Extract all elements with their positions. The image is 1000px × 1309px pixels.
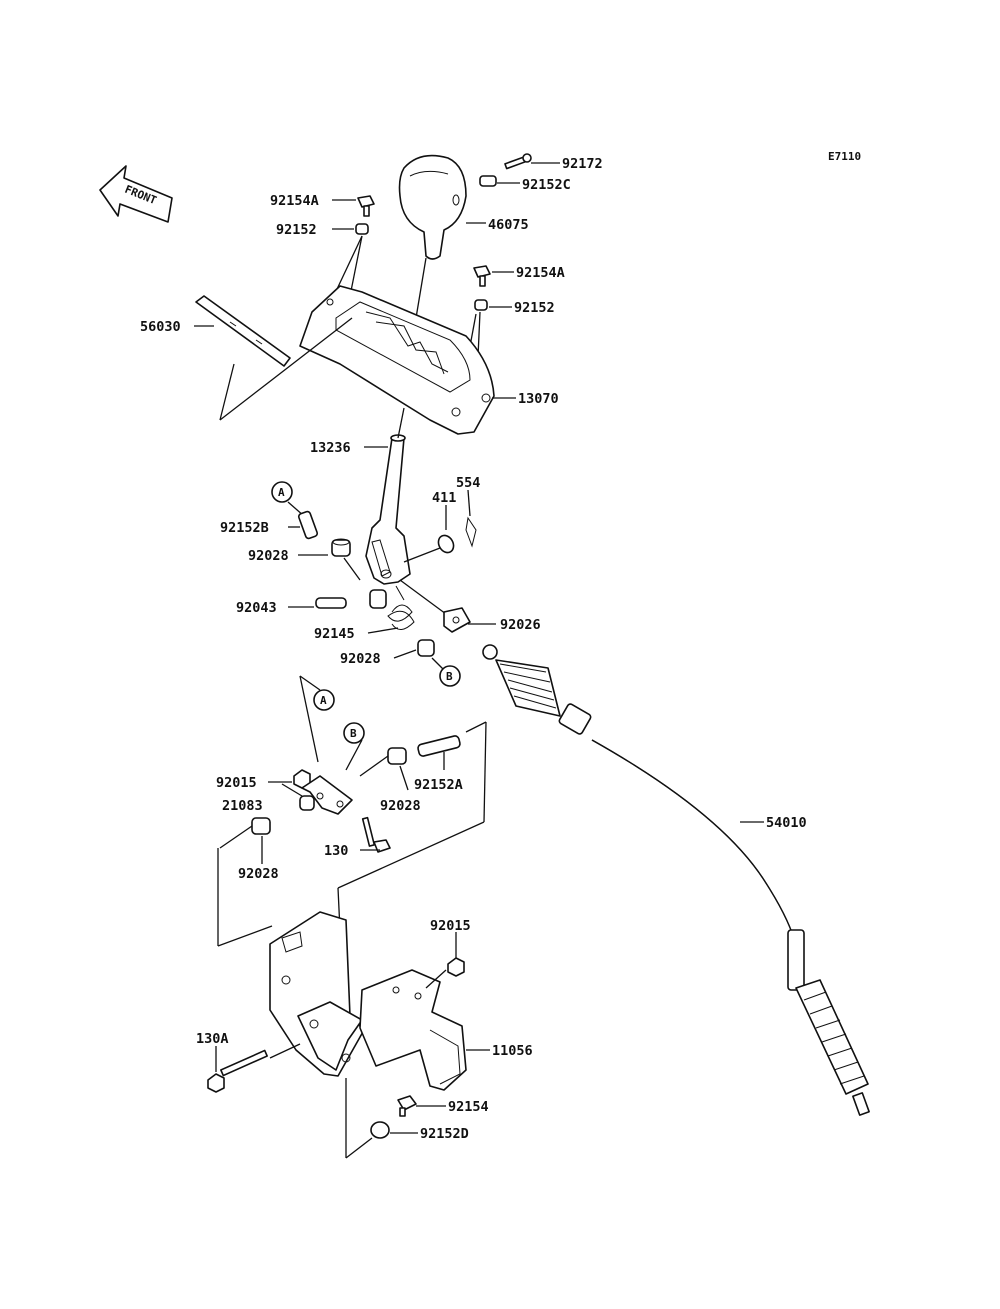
label-13236: 13236 [310,440,351,456]
bolt-130 [361,816,391,853]
collar-92152-right [474,299,488,311]
label-92043: 92043 [236,600,277,616]
label-92172: 92172 [562,156,603,172]
bushing-92028-upper [331,538,351,557]
front-arrow-icon: FRONT [99,165,173,223]
label-92145: 92145 [314,626,355,642]
label-92028-c: 92028 [380,798,421,814]
label-92154: 92154 [448,1099,489,1115]
label-56030: 56030 [140,319,181,335]
ref-A-lower-label: A [320,694,327,707]
bolt-92154 [397,1095,417,1117]
label-92154A-right: 92154A [516,265,565,281]
label-92015-b: 92015 [430,918,471,934]
ref-B-upper: B [439,665,461,687]
label-54010: 54010 [766,815,807,831]
pin-92043 [315,597,347,609]
collar-92152-left [355,223,369,235]
bushing-92028-lower-c [251,817,271,835]
label-46075: 46075 [488,217,529,233]
diagram-code: E7110 [828,150,861,163]
ref-B-upper-label: B [446,670,453,683]
label-92015-a: 92015 [216,775,257,791]
ref-B-lower-label: B [350,727,357,740]
label-130: 130 [324,843,348,859]
bushing-92028-lower-b [387,747,407,765]
shift-knob [398,154,467,260]
bracket-21083 [301,775,353,815]
washer-92152D [370,1121,390,1139]
cable-end-92026 [443,607,471,633]
bushing-92028-lower-a [299,795,315,811]
ref-A-upper: A [271,481,293,503]
bolt-92154A-right [473,265,491,287]
ref-A-lower: A [313,689,335,711]
cotter-pin-554 [465,516,477,548]
label-92152C: 92152C [522,177,571,193]
shift-cable [482,644,870,1116]
label-411: 411 [432,490,456,506]
pin-92152A [417,735,461,757]
label-92152B: 92152B [220,520,269,536]
label-92152-top: 92152 [276,222,317,238]
label-11056: 11056 [492,1043,533,1059]
bracket-11056 [269,911,467,1091]
label-92152A: 92152A [414,777,463,793]
shift-lever [365,434,411,585]
screw-92172 [504,153,532,170]
label-554: 554 [456,475,480,491]
collar-92152C [479,175,497,187]
plate-56030 [195,295,291,367]
pin-92152B [297,510,319,540]
spring-92145 [369,585,415,630]
nut-92015-lower [447,957,465,977]
label-13070: 13070 [518,391,559,407]
label-92028-b: 92028 [340,651,381,667]
bolt-130A [207,1049,268,1093]
bushing-92028-mid [417,639,435,657]
label-130A: 130A [196,1031,229,1047]
washer-411 [437,534,455,554]
label-92028-a: 92028 [248,548,289,564]
bolt-92154A-left [357,195,375,217]
ref-A-upper-label: A [278,486,285,499]
label-92152-right: 92152 [514,300,555,316]
label-92028-d: 92028 [238,866,279,882]
label-92026: 92026 [500,617,541,633]
label-92152D: 92152D [420,1126,469,1142]
ref-B-lower: B [343,722,365,744]
shift-gate-cover [299,285,495,435]
label-92154A-top: 92154A [270,193,319,209]
label-21083: 21083 [222,798,263,814]
